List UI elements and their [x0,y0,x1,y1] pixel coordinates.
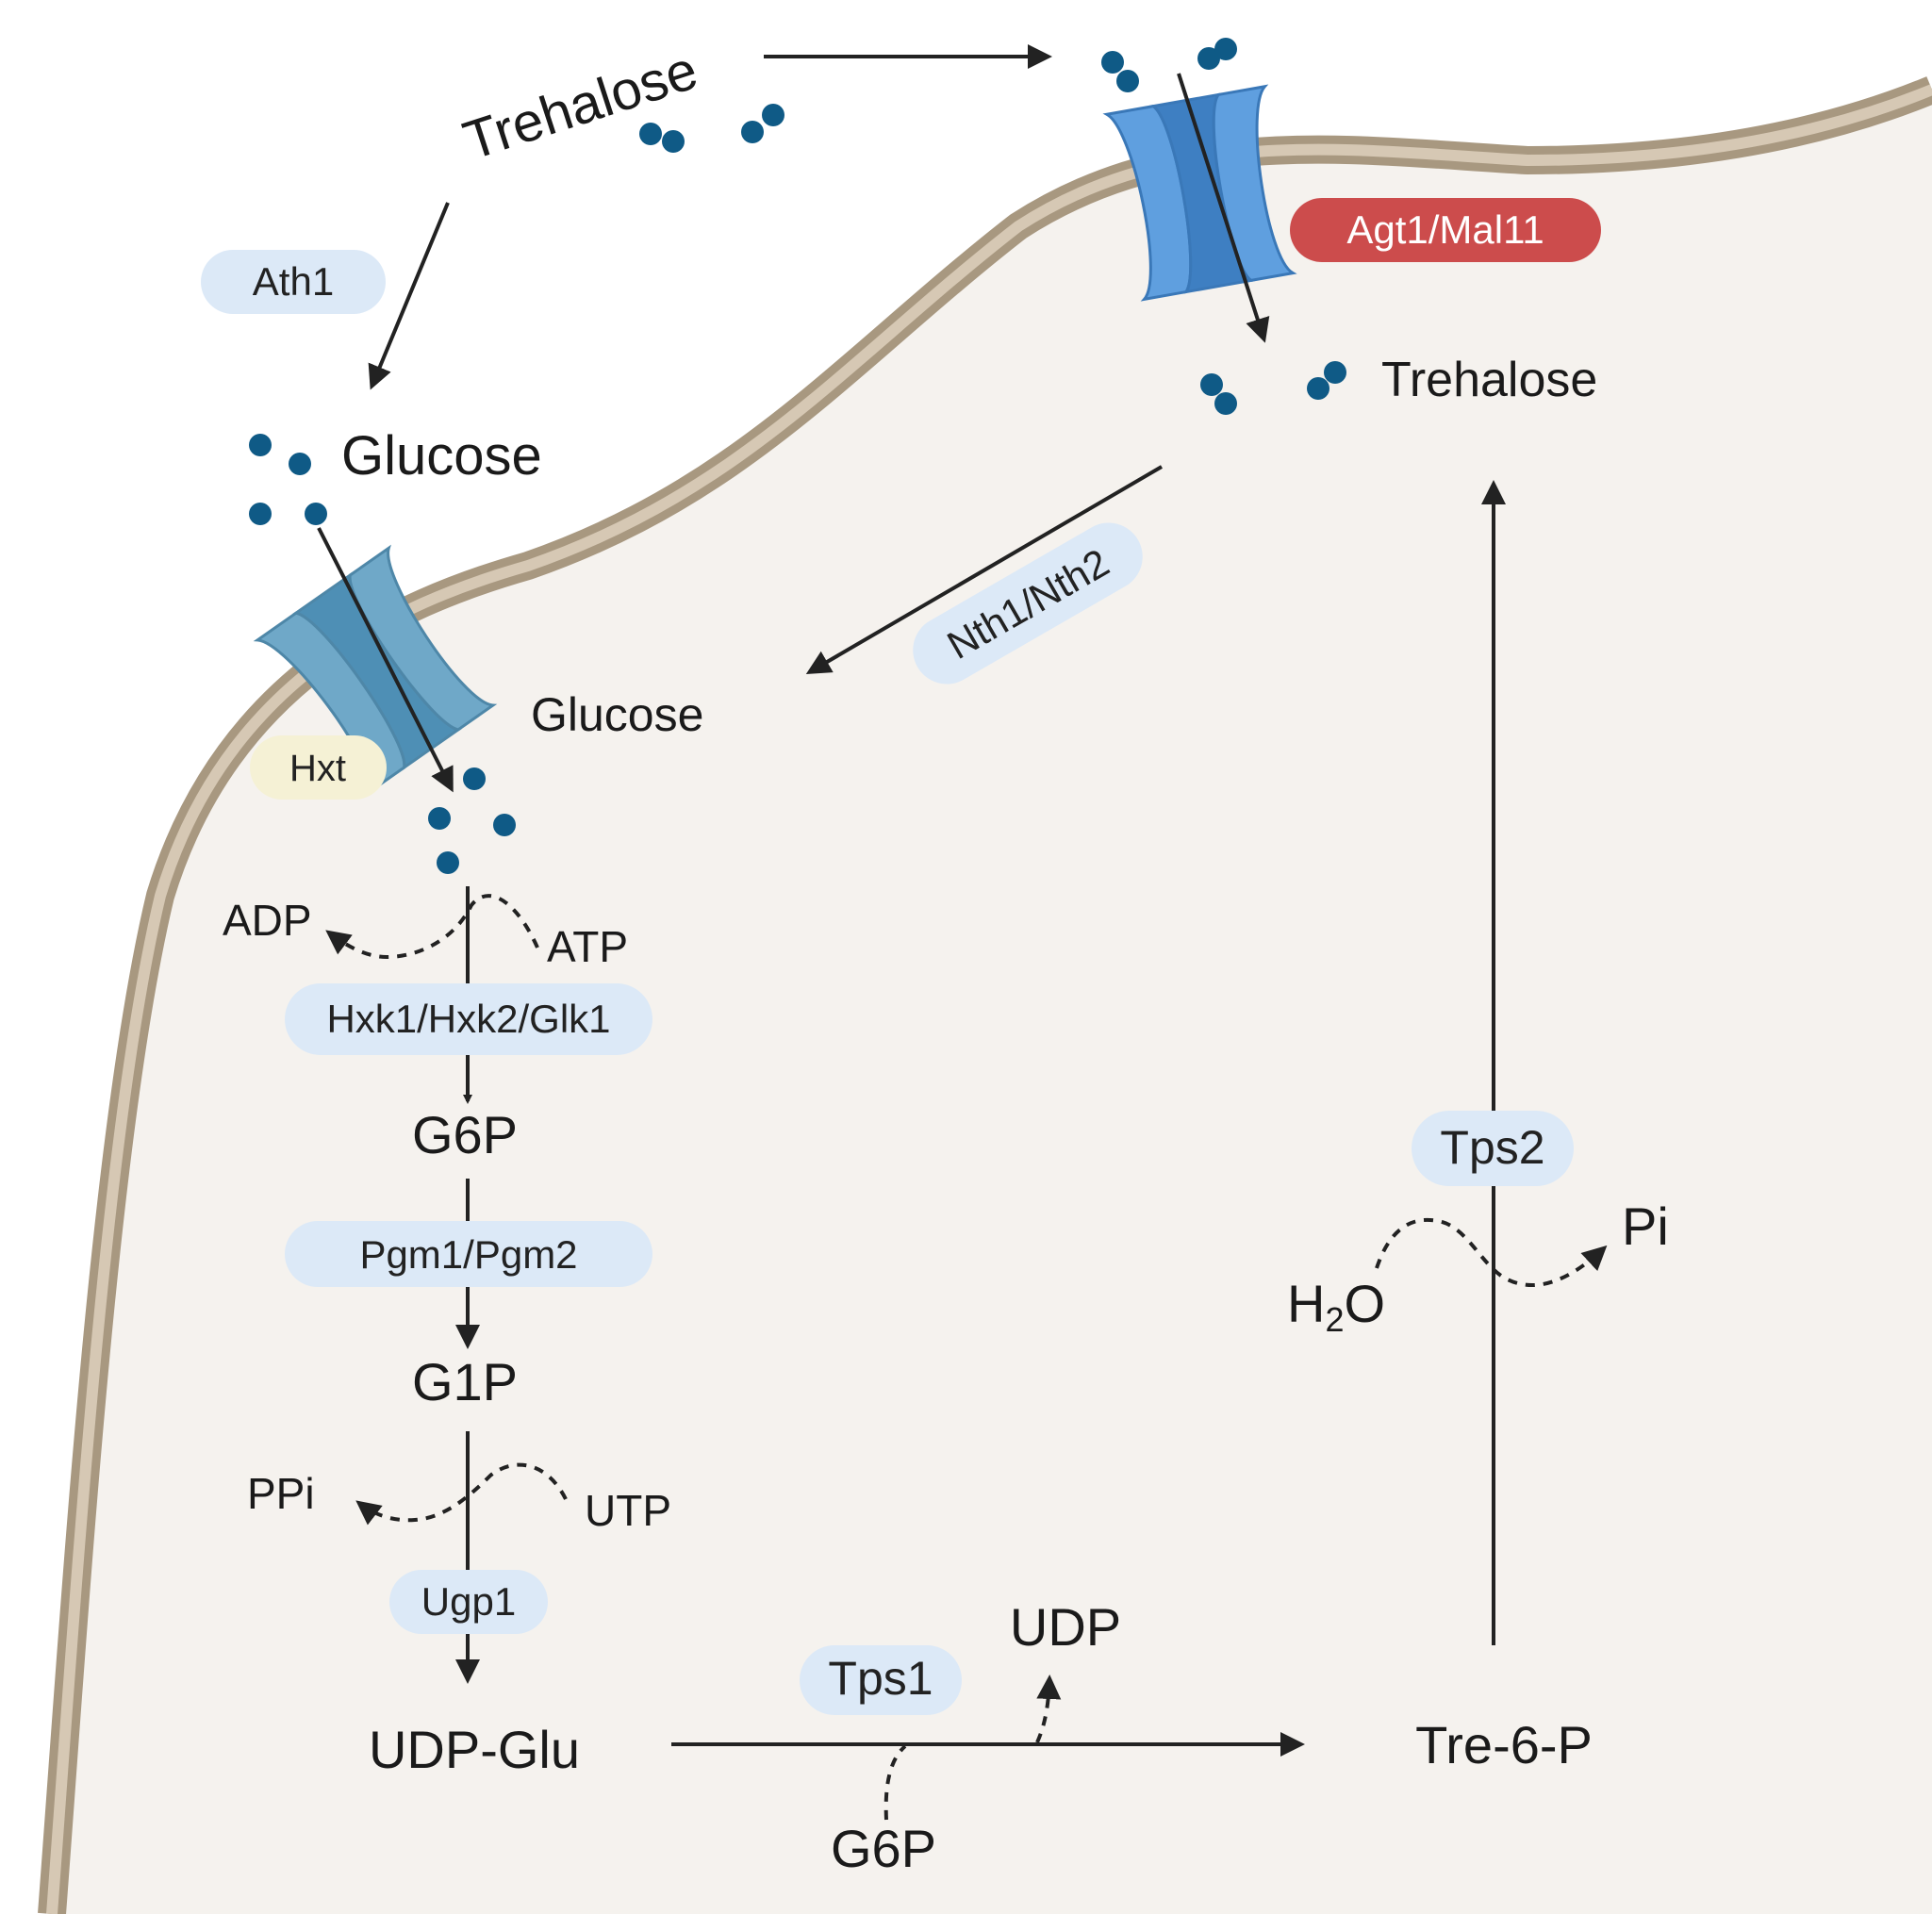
h2o-label: H2O [1287,1274,1385,1339]
trehalose-molecules-outside-right [1101,38,1237,92]
cytoplasm [52,90,1932,1914]
tps2-text: Tps2 [1440,1121,1544,1174]
atp-adp-curve [325,894,539,960]
trehalose-inside-label: Trehalose [1381,353,1597,407]
agt1-text: Agt1/Mal11 [1346,207,1544,252]
g6p-input-curve [883,1744,907,1821]
utp-ppi-curve [355,1462,568,1526]
g6p-label: G6P [412,1105,518,1164]
agt1-mal11-enzyme-label: Agt1/Mal11 [1290,198,1601,262]
tps2-enzyme-label: Tps2 [1412,1111,1574,1186]
glucose-outside-label: Glucose [341,425,542,487]
hxt-text: Hxt [289,748,346,789]
ath1-hydrolysis-arrow [368,202,450,390]
agt1-import-arrow [1177,73,1270,343]
adp-label: ADP [223,896,312,945]
tps1-text: Tps1 [828,1652,933,1705]
udp-glu-label: UDP-Glu [369,1720,580,1779]
h2o-pi-curve [1375,1217,1608,1287]
tre6p-label: Tre-6-P [1415,1715,1593,1774]
utp-label: UTP [585,1486,671,1535]
pgm-enzyme-label: Pgm1/Pgm2 [285,1221,652,1287]
hxt-import-arrow [317,527,454,793]
atp-label: ATP [547,922,628,971]
tps1-enzyme-label: Tps1 [800,1645,962,1715]
trehalose-molecules-outside [639,104,784,153]
trehalose-outside-label: Trehalose [456,40,704,173]
agt1-transporter-icon [1102,84,1297,302]
g1p-label: G1P [412,1352,518,1411]
hxk-text: Hxk1/Hxk2/Glk1 [326,997,610,1041]
glucose-molecules-inside [428,767,516,874]
pi-label: Pi [1622,1196,1669,1256]
glucose-molecules-outside [249,434,327,525]
ugp1-enzyme-label: Ugp1 [389,1570,548,1634]
hexokinase-enzyme-label: Hxk1/Hxk2/Glk1 [285,983,652,1055]
udp-output-curve [1035,1675,1062,1743]
cell-membrane-inner [46,84,1932,1914]
ugp1-text: Ugp1 [421,1579,516,1624]
g6p-bottom-label: G6P [831,1819,936,1878]
ath1-enzyme-label: Ath1 [201,250,386,314]
pgm-text: Pgm1/Pgm2 [359,1232,577,1277]
udp-label: UDP [1010,1597,1121,1657]
trehalose-molecules-inside [1200,361,1346,415]
ppi-label: PPi [247,1469,315,1518]
ath1-text: Ath1 [253,259,334,304]
glucose-inside-label: Glucose [531,688,703,741]
hxt-enzyme-label: Hxt [250,735,387,800]
nth-hydrolysis-arrow [805,465,1164,675]
